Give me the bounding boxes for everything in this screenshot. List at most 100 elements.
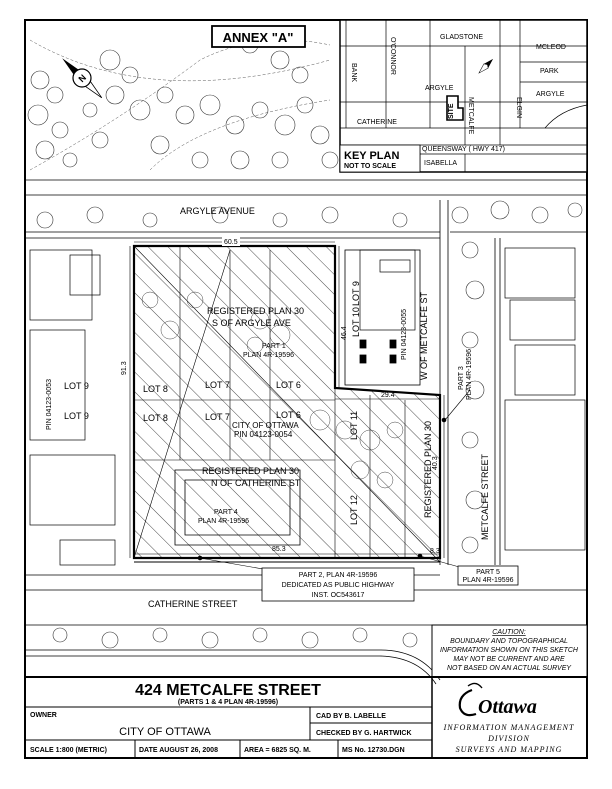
- sheet-border: [24, 19, 588, 759]
- part1-plan-label: PLAN 4R-19596: [243, 352, 294, 359]
- caution-title: CAUTION:: [492, 629, 526, 636]
- key-plan-site-label: SITE: [448, 103, 455, 119]
- city-owner-label: CITY OF OTTAWA: [232, 421, 299, 430]
- metcalfe-street-label: METCALFE STREET: [480, 453, 490, 540]
- city-owner-pin: PIN 04123-0054: [234, 430, 293, 439]
- kp-catherine: CATHERINE: [357, 119, 397, 126]
- part1-label: PART 1: [262, 343, 286, 350]
- kp-argyle-right: ARGYLE: [536, 91, 565, 98]
- annex-title-box: [211, 25, 306, 48]
- dimension-labels: 60.5 91.3 46.4 29.4 40.3 85.3 8.3: [121, 236, 440, 555]
- owner-label: OWNER: [30, 712, 57, 719]
- lot7-b: LOT 7: [205, 412, 230, 422]
- lot9-right-label: LOT 9: [351, 281, 361, 306]
- caution-line3: MAY NOT BE CURRENT AND ARE: [453, 656, 565, 663]
- catherine-street-label: CATHERINE STREET: [148, 599, 238, 609]
- pin-left-label: PIN 04123-0053: [46, 379, 53, 430]
- kp-isabella: ISABELLA: [424, 160, 457, 167]
- lot6-a: LOT 6: [276, 380, 301, 390]
- dim-top: 60.5: [224, 239, 238, 246]
- reg-plan-30-vertical: REGISTERED PLAN 30: [423, 421, 433, 518]
- scale-label: SCALE 1:800 (METRIC): [30, 747, 107, 754]
- lot9-left-a: LOT 9: [64, 381, 89, 391]
- kp-mcleod: MCLEOD: [536, 44, 566, 51]
- kp-gladstone: GLADSTONE: [440, 34, 483, 41]
- ms-no-label: MS No. 12730.DGN: [342, 747, 405, 754]
- part5-box: [457, 565, 519, 586]
- lot8-b: LOT 8: [143, 413, 168, 423]
- reg-plan-s-label: REGISTERED PLAN 30: [207, 306, 304, 316]
- lot10-label: LOT 10: [351, 307, 361, 337]
- checked-by: CHECKED BY G. HARTWICK: [316, 730, 412, 737]
- lot11-label: LOT 11: [349, 411, 359, 440]
- key-plan-title-box: [339, 144, 421, 173]
- pin-right-label: PIN 04123-0055: [401, 309, 408, 360]
- kp-oconnor: O'CONNOR: [389, 37, 396, 75]
- part3-plan-label: PLAN 4R-19596: [466, 349, 473, 400]
- part2-line1: PART 2, PLAN 4R-19596: [299, 572, 378, 579]
- dimension-lines: [129, 241, 445, 558]
- tree-clusters: [27, 36, 583, 649]
- part2-line3: INST. OC543617: [312, 592, 365, 599]
- part4-plan-label: PLAN 4R-19596: [198, 518, 249, 525]
- owner-name: CITY OF OTTAWA: [119, 726, 211, 738]
- dim-left: 91.3: [121, 361, 128, 375]
- ottawa-wordmark: Ottawa: [478, 696, 537, 718]
- ottawa-logo-swoosh: [458, 688, 477, 717]
- title-block: 424 METCALFE STREET (PARTS 1 & 4 PLAN 4R…: [25, 676, 587, 758]
- caution-line2: INFORMATION SHOWN ON THIS SKETCH: [440, 647, 579, 654]
- map-area: ARGYLE AVENUE CATHERINE STREET METCALFE …: [25, 36, 587, 685]
- kp-metcalfe: METCALFE: [467, 97, 474, 135]
- map-labels: ARGYLE AVENUE CATHERINE STREET METCALFE …: [46, 206, 490, 609]
- dim-mid-h: 29.4: [381, 392, 395, 399]
- site-buildings: [174, 249, 421, 546]
- w-of-metcalfe-label: W OF METCALFE ST: [419, 291, 429, 380]
- dept-line2: DIVISION: [487, 734, 530, 743]
- north-arrow-icon: N: [62, 58, 103, 99]
- kp-elgin: ELGIN: [515, 97, 522, 118]
- parts-subtitle: (PARTS 1 & 4 PLAN 4R-19596): [178, 699, 278, 706]
- annex-title: ANNEX "A": [223, 30, 294, 45]
- caution-line1: BOUNDARY AND TOPOGRAPHICAL: [450, 638, 568, 645]
- key-plan-site-outline: [446, 95, 464, 121]
- north-label: N: [77, 73, 89, 85]
- kp-argyle: ARGYLE: [425, 85, 454, 92]
- lot6-b: LOT 6: [276, 410, 301, 420]
- address-title: 424 METCALFE STREET: [135, 682, 321, 699]
- reg-plan-s-sub-label: S OF ARGYLE AVE: [212, 318, 291, 328]
- caution-line4: NOT BASED ON AN ACTUAL SURVEY: [447, 665, 572, 672]
- area-label: AREA = 6825 SQ. M.: [244, 747, 311, 754]
- kp-bank: BANK: [350, 63, 357, 82]
- dim-mid-v: 46.4: [341, 326, 348, 340]
- part2-box: [261, 567, 415, 602]
- dim-bottom: 85.3: [272, 546, 286, 553]
- park-paths: [29, 39, 331, 171]
- part2-line2: DEDICATED AS PUBLIC HIGHWAY: [282, 582, 395, 589]
- dept-line1: INFORMATION MANAGEMENT: [443, 723, 575, 732]
- key-plan-title: KEY PLAN: [344, 150, 399, 162]
- lot12-label: LOT 12: [349, 495, 359, 525]
- ottawa-logo: Ottawa: [458, 682, 537, 718]
- left-buildings: [29, 249, 116, 566]
- date-label: DATE AUGUST 26, 2008: [139, 747, 218, 754]
- lot8-a: LOT 8: [143, 384, 168, 394]
- lot9-left-b: LOT 9: [64, 411, 89, 421]
- site-trees: [141, 291, 404, 489]
- dim-corner: 8.3: [430, 548, 440, 555]
- reg-plan-n-sub-label: N OF CATHERINE ST: [211, 478, 301, 488]
- cad-by: CAD BY B. LABELLE: [316, 713, 386, 720]
- key-plan: SITE GLADSTONE MCLEOD PARK ARGYLE ARGYLE…: [339, 19, 588, 173]
- reg-plan-n-label: REGISTERED PLAN 30: [202, 466, 299, 476]
- part5-line2: PLAN 4R-19596: [463, 577, 514, 584]
- part4-label: PART 4: [214, 509, 238, 516]
- key-plan-north-icon: [478, 58, 494, 74]
- kp-queensway: QUEENSWAY ( HWY 417): [422, 146, 505, 153]
- dept-line3: SURVEYS AND MAPPING: [456, 745, 563, 754]
- caution-box: CAUTION: BOUNDARY AND TOPOGRAPHICAL INFO…: [431, 624, 588, 678]
- key-plan-subtitle: NOT TO SCALE: [344, 163, 396, 170]
- part5-line1: PART 5: [476, 569, 500, 576]
- lot-lines: [133, 245, 441, 563]
- key-plan-streets: [340, 20, 588, 172]
